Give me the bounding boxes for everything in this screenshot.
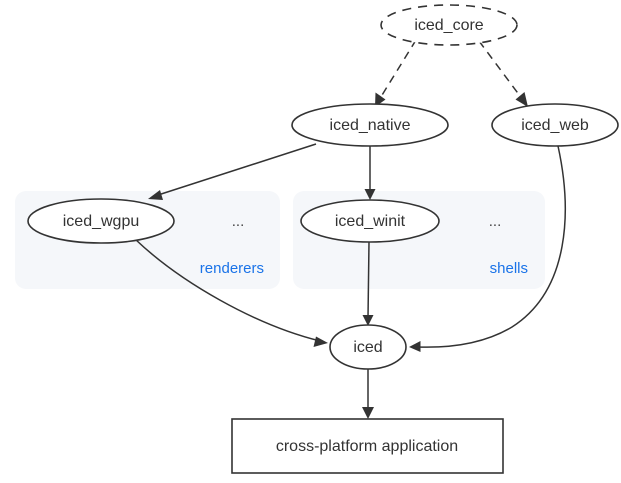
cluster-renderers-ellipsis: ... — [232, 213, 245, 230]
edge-iced_core-to-iced_web — [478, 40, 528, 107]
node-iced_wgpu-shape[interactable] — [27, 198, 175, 244]
edge-line — [367, 241, 370, 319]
edge-line — [416, 145, 566, 348]
edge-line — [134, 238, 321, 342]
edge-iced_native-to-iced_winit — [364, 146, 376, 200]
node-iced_core-label: iced_core — [414, 17, 483, 34]
node-iced_native-label: iced_native — [330, 117, 411, 134]
node-iced_wgpu[interactable]: iced_wgpu — [27, 198, 175, 244]
arrow-head — [362, 315, 374, 326]
node-iced-label: iced — [353, 339, 382, 356]
cluster-shells-ellipsis: ... — [489, 213, 502, 230]
arrow-head — [515, 92, 528, 107]
node-cross-platform-application[interactable]: cross-platform application — [231, 418, 504, 474]
cluster-renderers-label: renderers — [200, 260, 264, 277]
node-app-shape[interactable] — [231, 418, 504, 474]
node-iced_winit-shape[interactable] — [300, 199, 440, 243]
edge-line — [478, 40, 524, 101]
node-iced_web-label: iced_web — [521, 117, 589, 134]
node-iced-shape[interactable] — [329, 324, 407, 370]
node-iced_core[interactable]: iced_core — [380, 4, 518, 46]
edge-iced_native-to-iced_wgpu — [148, 143, 317, 200]
cluster-shells-label: shells — [490, 260, 528, 277]
edge-iced_web-to-iced — [409, 145, 566, 352]
arrow-head — [364, 189, 376, 200]
node-iced_core-shape[interactable] — [380, 4, 518, 46]
arrow-head — [313, 336, 328, 347]
node-iced_winit[interactable]: iced_winit — [300, 199, 440, 243]
node-iced_web-shape[interactable] — [491, 103, 619, 147]
edge-line — [154, 143, 317, 197]
node-app-label: cross-platform application — [276, 438, 458, 455]
edge-line — [378, 39, 417, 101]
node-iced_native-shape[interactable] — [291, 103, 449, 147]
arrow-head — [409, 341, 421, 352]
node-iced_web[interactable]: iced_web — [491, 103, 619, 147]
edge-iced_wgpu-to-iced — [134, 238, 328, 347]
node-iced_wgpu-label: iced_wgpu — [63, 213, 140, 230]
node-iced_native[interactable]: iced_native — [291, 103, 449, 147]
arrow-head — [362, 407, 374, 419]
edge-iced_core-to-iced_native — [375, 39, 417, 107]
edge-iced_winit-to-iced — [362, 241, 374, 326]
node-iced_winit-label: iced_winit — [335, 213, 406, 230]
edge-iced-to-app — [362, 369, 374, 419]
arrow-head — [148, 190, 163, 200]
node-iced[interactable]: iced — [329, 324, 407, 370]
